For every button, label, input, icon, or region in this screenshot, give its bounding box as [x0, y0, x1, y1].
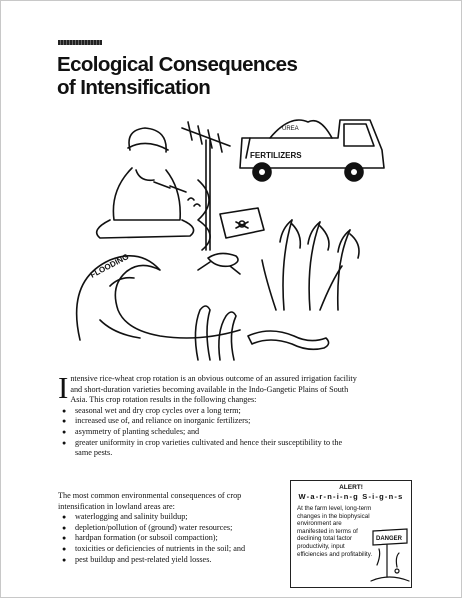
list-item: hardpan formation (or subsoil compaction… [58, 533, 283, 544]
fertilizer-truck: FERTILIZERS UREA [239, 119, 385, 182]
drop-cap: I [58, 370, 69, 405]
list-item: asymmetry of planting schedules; and [58, 427, 358, 438]
changes-list: seasonal wet and dry crop cycles over a … [58, 406, 358, 459]
intensification-illustration: FERTILIZERS UREA [75, 119, 385, 361]
consequences-list: waterlogging and salinity buildup; deple… [58, 512, 283, 565]
fertilizers-label: FERTILIZERS [250, 151, 302, 160]
danger-sign-text: DANGER [376, 536, 403, 542]
consequences-section: The most common environmental consequenc… [58, 491, 283, 565]
alert-body: At the farm level, long-term changes in … [297, 505, 373, 558]
alert-subtitle: W-a-r-n-i-n-g S-i-g-n-s [298, 492, 404, 501]
urea-label: UREA [282, 126, 299, 132]
list-item: waterlogging and salinity buildup; [58, 512, 283, 523]
list-item: increased use of, and reliance on inorga… [58, 416, 358, 427]
alert-title: ALERT! [339, 484, 363, 491]
rice-plants [261, 219, 360, 311]
consequences-intro: The most common environmental consequenc… [58, 491, 242, 511]
list-item: pest buildup and pest-related yield loss… [58, 555, 283, 566]
list-item: toxicities or deficiencies of nutrients … [58, 544, 283, 555]
title-line-2: of Intensification [57, 76, 211, 99]
list-item: depletion/pollution of (ground) water re… [58, 523, 283, 534]
list-item: seasonal wet and dry crop cycles over a … [58, 406, 358, 417]
alert-box: ALERT! W-a-r-n-i-n-g S-i-g-n-s At the fa… [290, 480, 412, 588]
earthworms [194, 305, 330, 361]
danger-sign-icon: DANGER [370, 528, 410, 582]
page-title: Ecological Consequences of Intensificati… [57, 53, 298, 99]
intro-paragraph: ntensive rice-wheat crop rotation is an … [70, 374, 357, 405]
flooding-label: FLOODING [89, 252, 131, 280]
title-line-1: Ecological Consequences [57, 53, 298, 76]
section-tag-bar [58, 40, 102, 45]
list-item: greater uniformity in crop varieties cul… [58, 438, 358, 459]
farmer-figure [95, 127, 201, 239]
pesticide-box [219, 207, 265, 239]
frog-figure [197, 252, 241, 275]
antenna-pole [181, 121, 231, 251]
intro-section: I ntensive rice-wheat crop rotation is a… [58, 370, 358, 459]
flood-wave: FLOODING [75, 252, 241, 341]
